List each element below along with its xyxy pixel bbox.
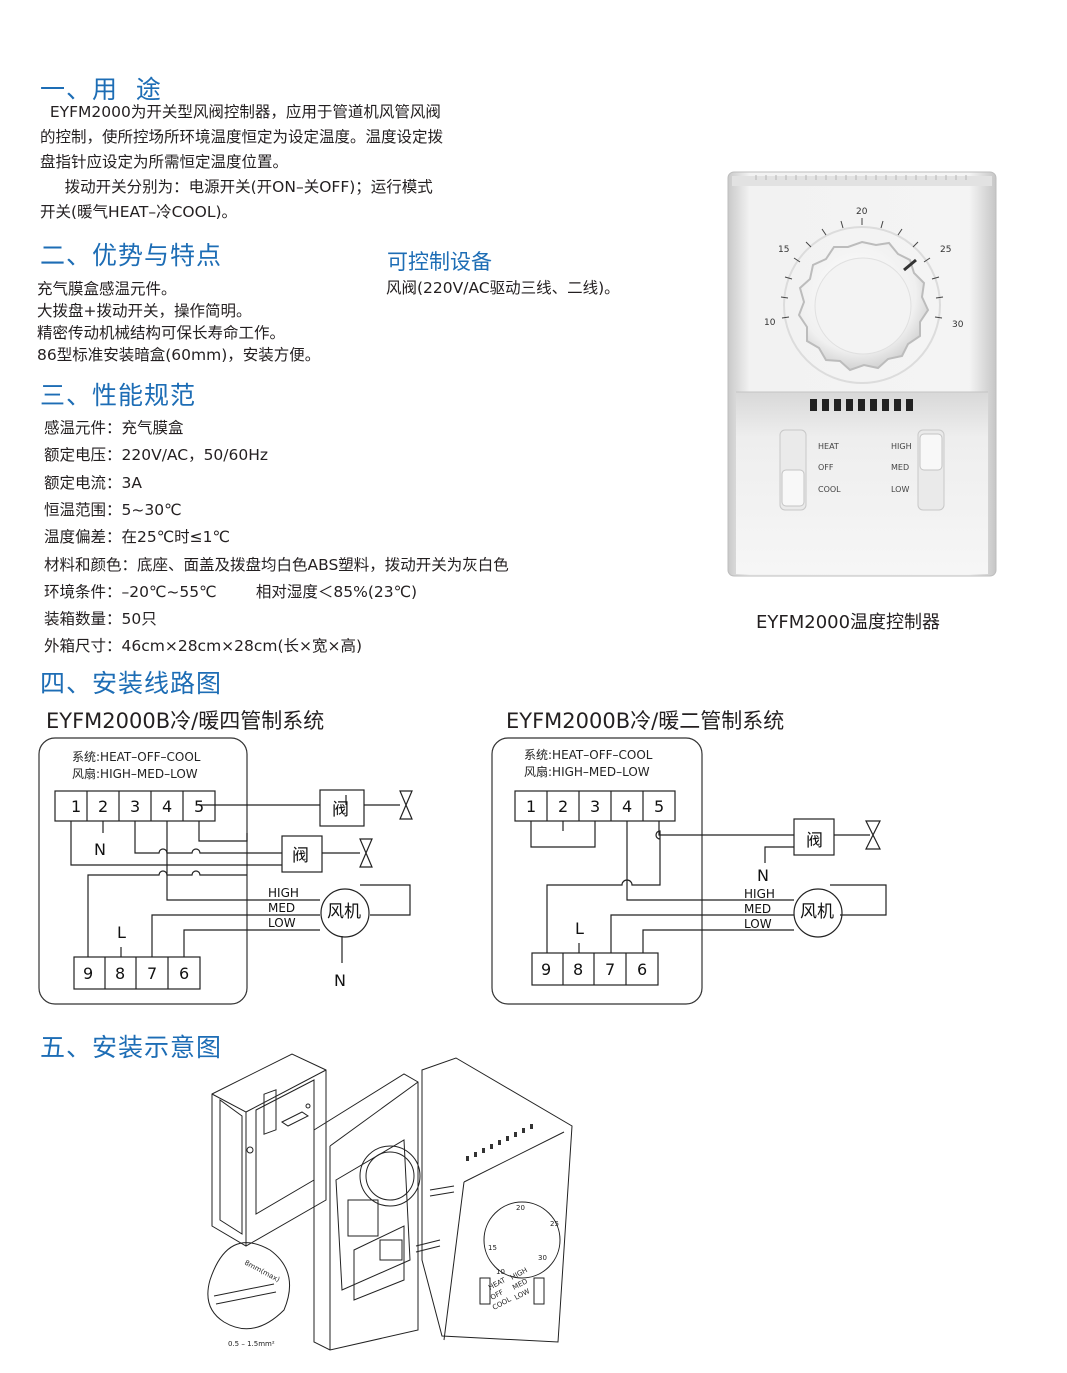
mode-label-off: OFF xyxy=(818,463,834,472)
spec-row: 额定电压：220V/AC，50/60Hz xyxy=(44,446,269,464)
terminal-8: 8 xyxy=(115,964,125,983)
fan-label-high: HIGH xyxy=(891,442,912,451)
live-label: L xyxy=(575,919,584,938)
dial-number: 15 xyxy=(778,245,789,255)
section-title-advantages: 二、优势与特点 xyxy=(40,241,223,270)
dial-number: 25 xyxy=(940,245,951,255)
fan-mode-text: 风扇:HIGH–MED–LOW xyxy=(524,764,650,779)
diagram-title-four-pipe: EYFM2000B冷/暖四管制系统 xyxy=(46,709,325,733)
thermostat-product-image: 20 15 25 10 30 HEAT OFF COOL HIGH MED LO… xyxy=(727,171,997,577)
usage-paragraph: EYFM2000为开关型风阀控制器，应用于管道机风管风阀 的控制，使所控场所环境… xyxy=(40,100,443,225)
wiring-diagram-four-pipe: 系统:HEAT–OFF–COOL 风扇:HIGH–MED–LOW 1 2 3 4… xyxy=(38,737,413,1005)
spec-row: 材料和颜色：底座、面盖及拨盘均白色ABS塑料，拨动开关为灰白色 xyxy=(44,556,509,574)
usage-line: 盘指针应设定为所需恒定温度位置。 xyxy=(40,153,289,171)
terminal-5: 5 xyxy=(194,797,204,816)
speed-low-label: LOW xyxy=(268,916,296,930)
dial-number: 30 xyxy=(538,1254,547,1262)
terminal-9: 9 xyxy=(83,964,93,983)
speed-med-label: MED xyxy=(744,902,771,916)
diagram-title-two-pipe: EYFM2000B冷/暖二管制系统 xyxy=(506,709,785,733)
advantage-item: 精密传动机械结构可保长寿命工作。 xyxy=(37,324,286,342)
spec-row: 额定电流：3A xyxy=(44,474,142,492)
speed-high-label: HIGH xyxy=(268,886,299,900)
fan-label-med: MED xyxy=(891,463,909,472)
advantage-item: 充气膜盒感温元件。 xyxy=(37,280,177,298)
spec-row: 装箱数量：50只 xyxy=(44,610,157,628)
terminal-8: 8 xyxy=(573,960,583,979)
controllable-text: 风阀(220V/AC驱动三线、二线)。 xyxy=(386,279,620,297)
advantage-item: 大拨盘+拨动开关，操作简明。 xyxy=(37,302,252,320)
system-mode-text: 系统:HEAT–OFF–COOL xyxy=(524,748,653,762)
terminal-5: 5 xyxy=(654,797,664,816)
terminal-3: 3 xyxy=(590,797,600,816)
wire-gauge: 0.5 – 1.5mm² xyxy=(228,1340,275,1348)
section-title-specs: 三、性能规范 xyxy=(40,381,197,410)
fan-label: 风机 xyxy=(327,902,361,922)
terminal-3: 3 xyxy=(130,797,140,816)
valve-label: 阀 xyxy=(332,800,349,820)
dial-number: 15 xyxy=(488,1244,497,1252)
fan-label: 风机 xyxy=(800,902,834,922)
usage-line: 拨动开关分别为：电源开关(开ON–关OFF)；运行模式 xyxy=(40,178,433,196)
speed-low-label: LOW xyxy=(744,917,772,931)
terminal-1: 1 xyxy=(526,797,536,816)
live-label: L xyxy=(117,923,126,942)
installation-exploded-drawing: 8mm(max) 0.5 – 1.5mm² 15 20 25 10 30 HEA… xyxy=(207,1053,573,1351)
spec-row: 感温元件：充气膜盒 xyxy=(44,419,184,437)
wire-strip-length: 8mm(max) xyxy=(243,1259,281,1284)
terminal-1: 1 xyxy=(71,797,81,816)
product-caption: EYFM2000温度控制器 xyxy=(756,612,941,633)
spec-row: 温度偏差：在25℃时≤1℃ xyxy=(44,528,230,546)
speed-high-label: HIGH xyxy=(744,887,775,901)
terminal-6: 6 xyxy=(179,964,189,983)
section-title-usage: 一、用 途 xyxy=(40,75,162,104)
mode-label-cool: COOL xyxy=(818,485,841,494)
terminal-7: 7 xyxy=(147,964,157,983)
dial-number: 20 xyxy=(856,207,868,217)
mode-label-heat: HEAT xyxy=(818,442,839,451)
system-mode-text: 系统:HEAT–OFF–COOL xyxy=(72,750,201,764)
fan-mode-text: 风扇:HIGH–MED–LOW xyxy=(72,766,198,781)
spec-row: 恒温范围：5~30℃ xyxy=(44,501,182,519)
usage-line: 开关(暖气HEAT–冷COOL)。 xyxy=(40,203,238,221)
terminal-7: 7 xyxy=(605,960,615,979)
section-title-install: 五、安装示意图 xyxy=(40,1033,223,1062)
controllable-title: 可控制设备 xyxy=(387,250,492,274)
advantage-item: 86型标准安装暗盒(60mm)，安装方便。 xyxy=(37,346,321,364)
neutral-label: N xyxy=(757,866,769,885)
dial-number: 10 xyxy=(496,1268,505,1276)
terminal-9: 9 xyxy=(541,960,551,979)
neutral-label: N xyxy=(334,971,346,990)
dial-number: 25 xyxy=(550,1220,559,1228)
dial-number: 10 xyxy=(764,318,776,328)
terminal-2: 2 xyxy=(558,797,568,816)
fan-label-low: LOW xyxy=(891,485,909,494)
spec-row: 环境条件：–20℃~55℃ 相对湿度＜85%(23℃) xyxy=(44,583,418,601)
terminal-4: 4 xyxy=(622,797,632,816)
spec-row: 外箱尺寸：46cm×28cm×28cm(长×宽×高) xyxy=(44,637,363,655)
advantages-list: 充气膜盒感温元件。 大拨盘+拨动开关，操作简明。 精密传动机械结构可保长寿命工作… xyxy=(37,278,320,366)
wiring-diagram-two-pipe: 系统:HEAT–OFF–COOL 风扇:HIGH–MED–LOW 1 2 3 4… xyxy=(491,737,887,1005)
valve-label: 阀 xyxy=(292,846,309,866)
usage-line: EYFM2000为开关型风阀控制器，应用于管道机风管风阀 xyxy=(40,103,441,121)
terminal-6: 6 xyxy=(637,960,647,979)
section-title-wiring: 四、安装线路图 xyxy=(40,669,223,698)
terminal-2: 2 xyxy=(98,797,108,816)
terminal-4: 4 xyxy=(162,797,172,816)
neutral-label: N xyxy=(94,840,106,859)
dial-number: 20 xyxy=(516,1204,525,1212)
speed-med-label: MED xyxy=(268,901,295,915)
usage-line: 的控制，使所控场所环境温度恒定为设定温度。温度设定拨 xyxy=(40,128,444,146)
valve-label: 阀 xyxy=(806,831,823,851)
dial-number: 30 xyxy=(952,320,964,330)
